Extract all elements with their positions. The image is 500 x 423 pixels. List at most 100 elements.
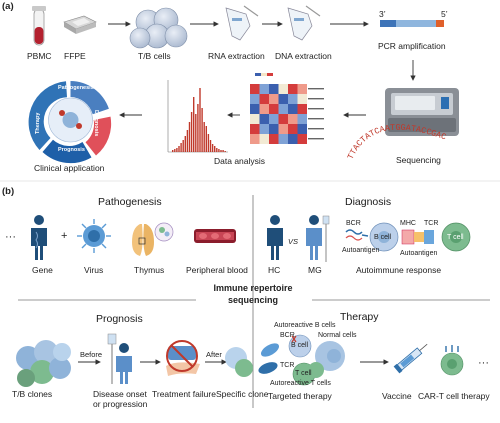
rna-extraction-label: RNA extraction [208, 51, 265, 61]
disease-onset-label: Disease onset [93, 389, 147, 399]
therapy-ellipsis: ··· [478, 357, 489, 369]
heatmap-cell [288, 114, 298, 124]
histogram-bar [220, 150, 222, 152]
vaccine-syringe-icon [393, 343, 428, 374]
histogram-bar [190, 112, 193, 152]
disease-progression-label: or progression [93, 399, 148, 409]
therapy-title: Therapy [340, 311, 379, 323]
autoantigen-label-2: Autoantigen [400, 250, 438, 257]
heatmap-cell [278, 114, 288, 124]
dna-extraction-label: DNA extraction [275, 51, 332, 61]
virus-icon [77, 219, 111, 253]
heatmap-cell [269, 94, 279, 104]
heatmap-cell [278, 124, 288, 134]
length-histogram [167, 80, 228, 153]
heatmap-cell [250, 134, 260, 144]
heatmap-cell [278, 104, 288, 114]
gene-label: Gene [32, 265, 53, 275]
after-label: After [206, 350, 222, 359]
heatmap-row-labels [308, 88, 324, 140]
heatmap-cell [259, 104, 269, 114]
therapy-tcr-label: TCR [280, 362, 295, 369]
virus-label: Virus [84, 265, 104, 275]
heatmap-cell [288, 94, 298, 104]
histogram-bar [209, 140, 212, 152]
heatmap-cell [297, 124, 307, 134]
histogram-bar [193, 97, 195, 152]
histogram-bar [199, 88, 201, 152]
therapy-bcr-label: BCR [280, 332, 295, 339]
heatmap-cell [250, 114, 260, 124]
heatmap-cell [297, 134, 307, 144]
cart-cell-icon [440, 345, 464, 376]
heatmap-cell [297, 114, 307, 124]
sequencing-label: Sequencing [396, 155, 441, 165]
dna-tube-icon [287, 5, 321, 41]
pbmc-label: PBMC [27, 51, 52, 61]
specific-clone-label: Specific clone [216, 389, 269, 399]
treatment-failure-icon [166, 340, 200, 376]
pcr-label: PCR amplification [378, 41, 446, 51]
gene-person-icon [31, 215, 47, 260]
heatmap-cell [250, 84, 260, 94]
heatmap-cell [259, 134, 269, 144]
heatmap-cell [250, 124, 260, 134]
histogram-bar [205, 126, 207, 152]
treatment-failure-label: Treatment failure [152, 389, 216, 399]
tb-cells-label: T/B cells [138, 51, 171, 61]
mhc-label: MHC [400, 220, 416, 227]
data-analysis-label: Data analysis [214, 156, 266, 166]
ffpe-block-icon [63, 15, 97, 34]
mg-patient-icon [306, 215, 330, 262]
histogram-bar [195, 114, 197, 152]
pbmc-tube-icon [32, 6, 46, 46]
heatmap-color-key [255, 73, 273, 76]
tb-cells-cluster [129, 7, 188, 49]
center-title-line1: Immune repertoire [213, 283, 293, 293]
targeted-therapy-label: Targeted therapy [268, 391, 332, 401]
primer-3-label: 3’ [379, 9, 386, 19]
histogram-bar [214, 146, 216, 152]
autoantigen-label-1: Autoantigen [342, 247, 380, 254]
panel-a-label: (a) [2, 1, 14, 12]
heatmap-cell [250, 104, 260, 114]
heatmap-cell [259, 84, 269, 94]
heatmap-cell [278, 134, 288, 144]
sequencer-machine-icon [385, 88, 459, 136]
ring-diagnosis-label: Diagnosis [93, 110, 99, 137]
heatmap-cell [297, 84, 307, 94]
ffpe-label: FFPE [64, 51, 86, 61]
heatmap-cell [288, 104, 298, 114]
diagnosis-title: Diagnosis [345, 196, 392, 208]
ring-pathogenesis-label: Pathogenesis [58, 85, 94, 91]
histogram-bar [186, 130, 189, 152]
heatmap-cell [259, 124, 269, 134]
heatmap-cell [250, 94, 260, 104]
histogram-bar [176, 148, 178, 152]
t-cell-label: T cell [447, 234, 464, 241]
clinical-application-label: Clinical application [34, 163, 105, 173]
histogram-bar [201, 108, 203, 152]
targeted-therapy-diagram [258, 334, 345, 386]
iv-patient-icon [107, 333, 132, 384]
vaccine-label: Vaccine [382, 391, 412, 401]
pcr-amplicon-bar [380, 20, 444, 27]
heatmap-chart [250, 84, 307, 144]
bcr-label: BCR [346, 220, 361, 227]
heatmap-cell [288, 124, 298, 134]
heatmap-cell [288, 134, 298, 144]
specific-clone-icon [225, 347, 253, 377]
heatmap-cell [269, 114, 279, 124]
center-title-line2: sequencing [227, 295, 278, 305]
vs-label: VS [288, 237, 299, 246]
heatmap-cell [269, 84, 279, 94]
therapy-b-cell-label: B cell [291, 342, 309, 349]
autoimmune-diagram [345, 222, 471, 252]
heatmap-cell [269, 124, 279, 134]
autoimmune-response-label: Autoimmune response [356, 265, 442, 275]
hc-person-icon [267, 215, 283, 260]
ring-therapy-label: Therapy [35, 112, 41, 134]
histogram-bar [178, 146, 180, 152]
primer-5-label: 5’ [441, 9, 448, 19]
